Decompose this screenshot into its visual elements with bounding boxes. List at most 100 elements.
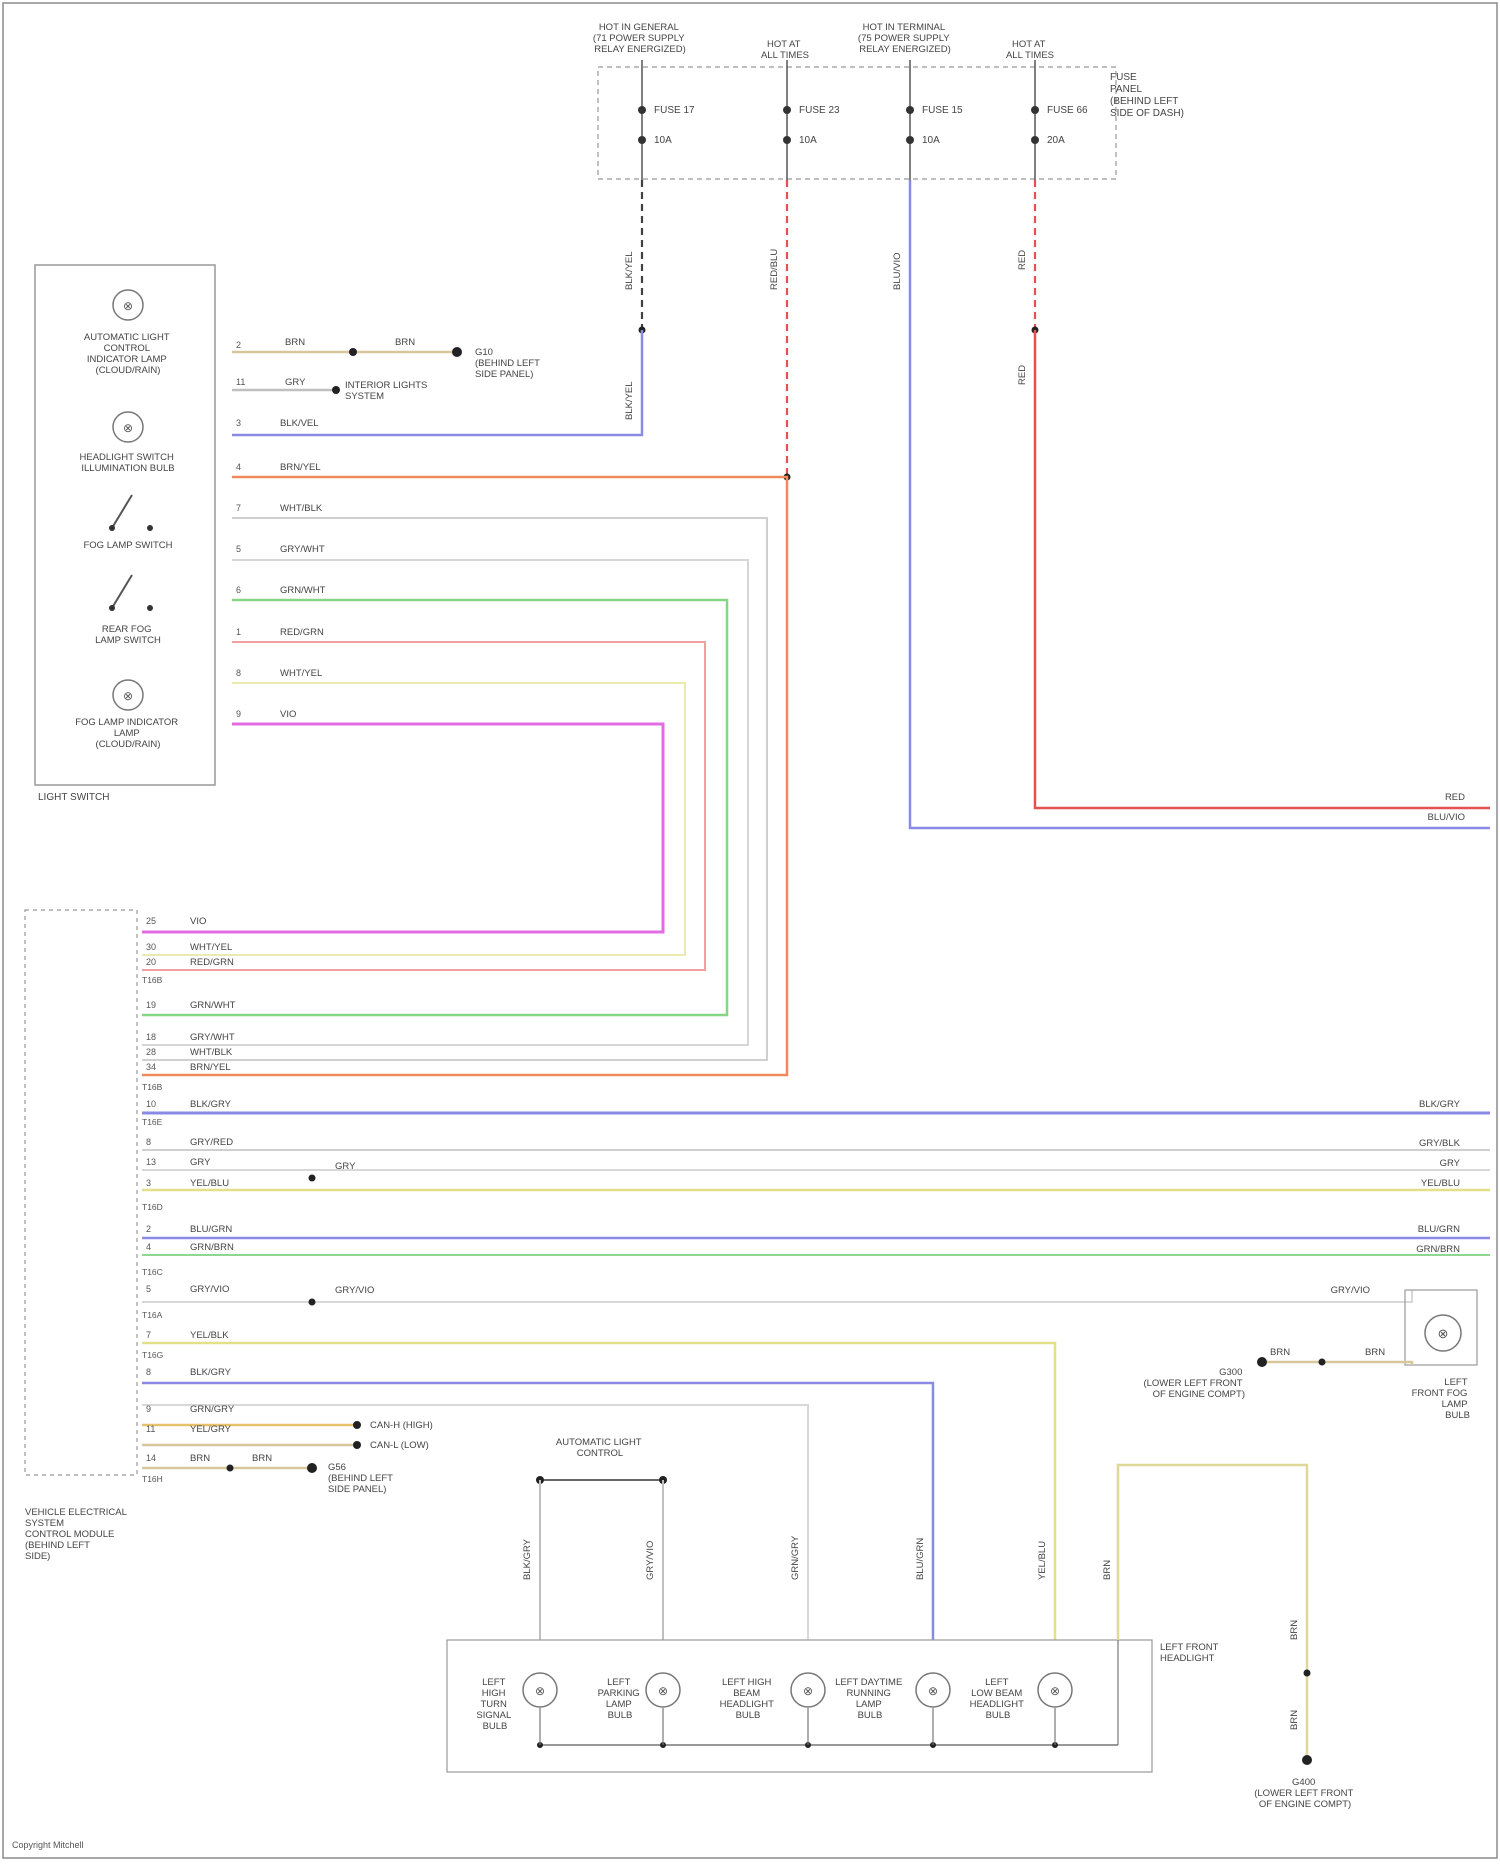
fog-lamp-label: LEFT FRONT FOG LAMP BULB	[1412, 1377, 1470, 1421]
fuse-23-bottom-terminal	[783, 136, 791, 144]
switch-to-module-wires: 4 BRN/YEL 7 WHT/BLK 5 GRY/WHT 6 GRN/WHT …	[142, 462, 787, 1075]
fuse-17-wire-label: BLK/YEL	[624, 251, 635, 290]
mod-wire-11: YEL/GRY	[190, 1424, 232, 1435]
splice-mod-pin13	[309, 1175, 316, 1182]
module-label: VEHICLE ELECTRICAL SYSTEM CONTROL MODULE…	[25, 1507, 129, 1562]
ground-g10-symbol	[452, 347, 462, 357]
headlight-label: LEFT FRONT HEADLIGHT	[1160, 1642, 1221, 1664]
fuse-23-rating: 10A	[799, 135, 817, 146]
fuse-23-top-terminal	[783, 106, 791, 114]
ls-pin1-num: 1	[236, 627, 241, 637]
mod-wire-13: GRY	[190, 1157, 211, 1168]
hl-wire-5: YEL/BLU	[1037, 1541, 1048, 1580]
ls-pin4-num: 4	[236, 462, 241, 472]
wire-pin9	[142, 724, 663, 932]
right-edge-yelblu: YEL/BLU	[1421, 1178, 1460, 1189]
fuse-header-1: HOT IN GENERAL (71 POWER SUPPLY RELAY EN…	[593, 22, 687, 55]
fuse-17-top-terminal	[638, 106, 646, 114]
mod-pin-30: 30	[146, 942, 156, 952]
ls-pin5-wire: GRY/WHT	[280, 544, 325, 555]
fuse-15-rating: 10A	[922, 135, 940, 146]
fuse-15-name: FUSE 15	[922, 105, 963, 116]
mod-conn-8: T16H	[142, 1474, 163, 1484]
ls-pin7-num: 7	[236, 503, 241, 513]
rear-fog-lamp-switch-label: REAR FOG LAMP SWITCH	[95, 624, 161, 646]
mod-wire-34: BRN/YEL	[190, 1062, 231, 1073]
mod-wire-10: BLK/GRY	[190, 1099, 232, 1110]
ground-g300-label: G300 (LOWER LEFT FRONT OF ENGINE COMPT)	[1143, 1367, 1245, 1400]
fuse-66-wire-label-2: RED	[1017, 365, 1028, 385]
wire-mod-pin7	[142, 1343, 1055, 1640]
fuse-header-4: HOT AT ALL TIMES	[1006, 39, 1054, 61]
fog-lamp-switch-label: FOG LAMP SWITCH	[83, 540, 172, 551]
fuse-15-bottom-terminal	[906, 136, 914, 144]
mod-pin-4: 4	[146, 1242, 151, 1252]
right-edge-gryblk: GRY/BLK	[1419, 1138, 1461, 1149]
wire-pin5	[142, 560, 748, 1045]
mod-wire-5: GRY/VIO	[190, 1284, 229, 1295]
wire-fog-lamp-ground	[1262, 1362, 1412, 1365]
fog-lamp-switch-pivot	[109, 525, 115, 531]
rear-fog-lamp-switch-icon	[112, 575, 132, 608]
fuse-17-bottom-terminal	[638, 136, 646, 144]
ground-g56-label: G56 (BEHIND LEFT SIDE PANEL)	[328, 1462, 395, 1495]
ls-pin2-num: 2	[236, 340, 241, 350]
right-edge-bluvio-label: BLU/VIO	[1428, 812, 1466, 823]
fuse-66-wire-label: RED	[1017, 250, 1028, 270]
mod-pin-3: 3	[146, 1178, 151, 1188]
ground-g10-label: G10 (BEHIND LEFT SIDE PANEL)	[475, 347, 542, 380]
high-beam-glyph: ⊗	[803, 1684, 813, 1698]
mod-pin-10: 10	[146, 1099, 156, 1109]
right-edge-gry: GRY	[1440, 1158, 1461, 1169]
mod-wire-8b: BLK/GRY	[190, 1367, 232, 1378]
parking-lamp-label: LEFT PARKING LAMP BULB	[598, 1677, 643, 1721]
low-beam-label: LEFT LOW BEAM HEADLIGHT BULB	[970, 1677, 1027, 1721]
ls-pin3-wire: BLK/VEL	[280, 418, 319, 429]
can-h-label: CAN-H (HIGH)	[370, 1420, 433, 1431]
left-front-headlight: AUTOMATIC LIGHT CONTROL BLK/GRY GRY/VIO …	[447, 1437, 1356, 1810]
mod-pin-8b: 8	[146, 1367, 151, 1377]
fuse-header-2: HOT AT ALL TIMES	[761, 39, 809, 61]
mod-conn-3: T16E	[142, 1117, 163, 1127]
fuse-66-top-terminal	[1031, 106, 1039, 114]
turn-signal-glyph: ⊗	[535, 1684, 545, 1698]
mod-conn-5: T16C	[142, 1267, 163, 1277]
fog-lamp-indicator-glyph: ⊗	[123, 689, 133, 703]
ls-pin11-num: 11	[236, 377, 245, 387]
mod-pin-7: 7	[146, 1330, 151, 1340]
turn-signal-label: LEFT HIGH TURN SIGNAL BULB	[476, 1677, 513, 1732]
splice-pin2	[349, 348, 357, 356]
mod-pin-5: 5	[146, 1284, 151, 1294]
wire-mod-pin5	[142, 1290, 1412, 1302]
mod-pin-18: 18	[146, 1032, 156, 1042]
mod-pin-34: 34	[146, 1062, 156, 1072]
fog-lamp-indicator-label: FOG LAMP INDICATOR LAMP (CLOUD/RAIN)	[75, 717, 181, 750]
fog-lamp-switch-contact	[147, 525, 153, 531]
mod-pin-9: 9	[146, 1404, 151, 1414]
mod-conn-7: T16G	[142, 1350, 163, 1360]
fuse-header-3: HOT IN TERMINAL (75 POWER SUPPLY RELAY E…	[858, 22, 952, 55]
mod-conn-4: T16D	[142, 1202, 163, 1212]
drl-label: LEFT DAYTIME RUNNING LAMP BULB	[835, 1677, 905, 1721]
headlight-box	[447, 1640, 1152, 1772]
wire-fuse-15	[910, 180, 1490, 828]
rear-fog-lamp-switch-contact	[147, 605, 153, 611]
auto-light-indicator-label: AUTOMATIC LIGHT CONTROL INDICATOR LAMP (…	[84, 332, 172, 376]
fuse-66-rating: 20A	[1047, 135, 1065, 146]
ls-pin8-num: 8	[236, 668, 241, 678]
fuse-panel-label: FUSE PANEL (BEHIND LEFT SIDE OF DASH)	[1110, 72, 1184, 119]
splice-mod-pin14	[227, 1465, 234, 1472]
mod-conn-2: T16B	[142, 1082, 163, 1092]
headlight-switch-illumination-glyph: ⊗	[123, 421, 133, 435]
fog-lamp-wire-2: BRN	[1270, 1347, 1290, 1358]
mod-wire-7: YEL/BLK	[190, 1330, 229, 1341]
right-edge-red-label: RED	[1445, 792, 1465, 803]
fuse-15-top-terminal	[906, 106, 914, 114]
ls-pin1-wire: RED/GRN	[280, 627, 324, 638]
headlight-top-label: AUTOMATIC LIGHT CONTROL	[556, 1437, 644, 1459]
right-edge-gryvio: GRY/VIO	[1331, 1285, 1370, 1296]
ls-pin3-num: 3	[236, 418, 241, 428]
mod-wire-25: VIO	[190, 916, 206, 927]
mod-wire-28: WHT/BLK	[190, 1047, 233, 1058]
ls-pin7-wire: WHT/BLK	[280, 503, 323, 514]
